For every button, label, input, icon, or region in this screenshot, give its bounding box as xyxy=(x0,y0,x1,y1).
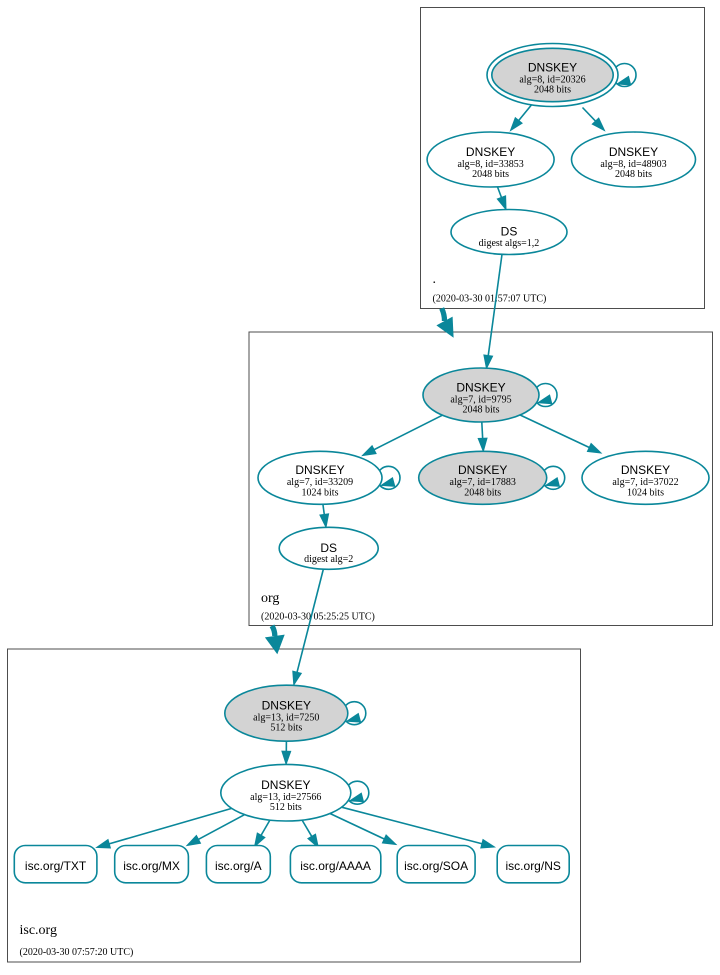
svg-text:DNSKEY: DNSKEY xyxy=(528,60,577,74)
svg-text:DNSKEY: DNSKEY xyxy=(261,778,310,792)
svg-text:512 bits: 512 bits xyxy=(270,802,302,813)
svg-text:isc.org/AAAA: isc.org/AAAA xyxy=(300,859,371,873)
svg-text:DS: DS xyxy=(501,225,518,239)
svg-text:DNSKEY: DNSKEY xyxy=(466,145,515,159)
svg-text:.: . xyxy=(433,272,437,287)
svg-text:DNSKEY: DNSKEY xyxy=(621,463,670,477)
svg-text:isc.org/A: isc.org/A xyxy=(215,859,262,873)
svg-text:DNSKEY: DNSKEY xyxy=(456,380,505,394)
svg-text:org: org xyxy=(261,591,279,606)
svg-text:(2020-03-30 01:57:07 UTC): (2020-03-30 01:57:07 UTC) xyxy=(433,294,547,305)
svg-text:digest algs=1,2: digest algs=1,2 xyxy=(479,238,540,249)
svg-text:2048 bits: 2048 bits xyxy=(534,85,571,96)
svg-text:isc.org/TXT: isc.org/TXT xyxy=(25,859,87,873)
svg-text:(2020-03-30 07:57:20 UTC): (2020-03-30 07:57:20 UTC) xyxy=(20,947,134,958)
svg-text:1024 bits: 1024 bits xyxy=(627,487,664,498)
svg-text:isc.org/MX: isc.org/MX xyxy=(123,859,180,873)
svg-text:2048 bits: 2048 bits xyxy=(463,405,500,416)
svg-text:DNSKEY: DNSKEY xyxy=(262,699,311,713)
svg-text:2048 bits: 2048 bits xyxy=(615,169,652,180)
svg-text:1024 bits: 1024 bits xyxy=(302,487,339,498)
svg-text:digest alg=2: digest alg=2 xyxy=(304,554,353,565)
svg-text:isc.org: isc.org xyxy=(20,923,57,938)
svg-text:isc.org/NS: isc.org/NS xyxy=(506,859,561,873)
svg-text:512 bits: 512 bits xyxy=(270,723,302,734)
svg-text:DNSKEY: DNSKEY xyxy=(295,463,344,477)
svg-text:DNSKEY: DNSKEY xyxy=(609,145,658,159)
svg-text:isc.org/SOA: isc.org/SOA xyxy=(404,859,468,873)
svg-text:DNSKEY: DNSKEY xyxy=(458,463,507,477)
svg-text:2048 bits: 2048 bits xyxy=(464,487,501,498)
svg-text:DS: DS xyxy=(320,541,337,555)
svg-text:2048 bits: 2048 bits xyxy=(472,169,509,180)
svg-text:(2020-03-30 05:25:25 UTC): (2020-03-30 05:25:25 UTC) xyxy=(261,612,375,623)
